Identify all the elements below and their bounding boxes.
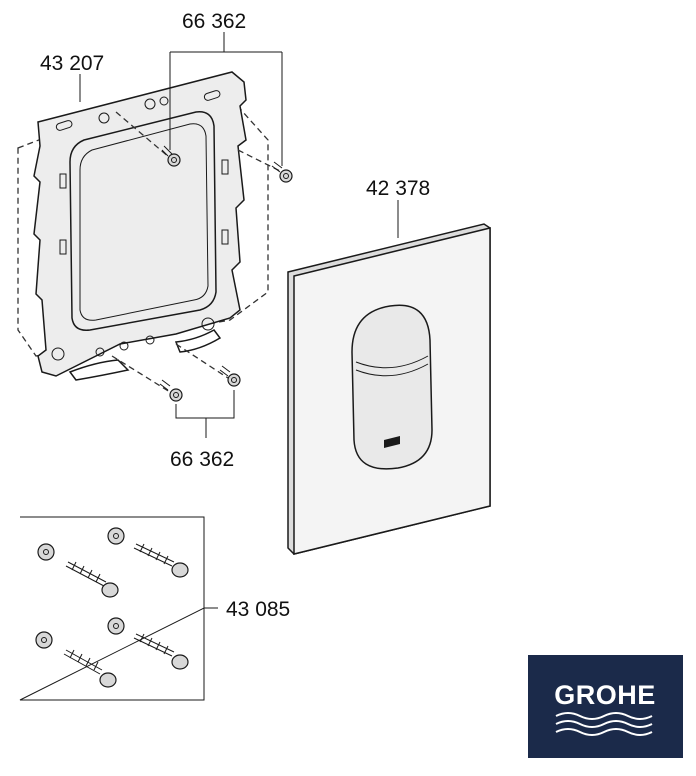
logo-wordmark: GROHE — [554, 680, 656, 710]
label-fixing-set: 43 085 — [226, 598, 290, 621]
grohe-logo: GROHE — [528, 655, 683, 758]
fixing-screw-2 — [107, 527, 189, 578]
logo-background — [528, 655, 683, 758]
label-clip-screws-top: 66 362 — [182, 10, 246, 33]
clip-screw-top-left — [161, 145, 181, 167]
clip-screw-bottom-right — [219, 365, 241, 387]
fixing-screw-3 — [35, 631, 117, 688]
flush-button[interactable] — [351, 304, 433, 470]
cover-plate — [287, 223, 491, 555]
clip-screw-bottom-left — [159, 379, 183, 402]
clip-screw-top-right — [271, 161, 293, 183]
logo-wave-2 — [555, 720, 653, 728]
logo-wave-3 — [555, 728, 653, 736]
fixing-set — [19, 516, 205, 701]
label-mounting-frame: 43 207 — [40, 52, 104, 75]
mounting-frame — [17, 71, 283, 393]
leader-lines — [79, 32, 399, 609]
label-cover-plate: 42 378 — [366, 177, 430, 200]
fixing-screw-1 — [37, 543, 119, 598]
fixing-screw-4 — [107, 617, 189, 670]
logo-wave-1 — [555, 712, 653, 720]
label-clip-screws-bottom: 66 362 — [170, 448, 234, 471]
